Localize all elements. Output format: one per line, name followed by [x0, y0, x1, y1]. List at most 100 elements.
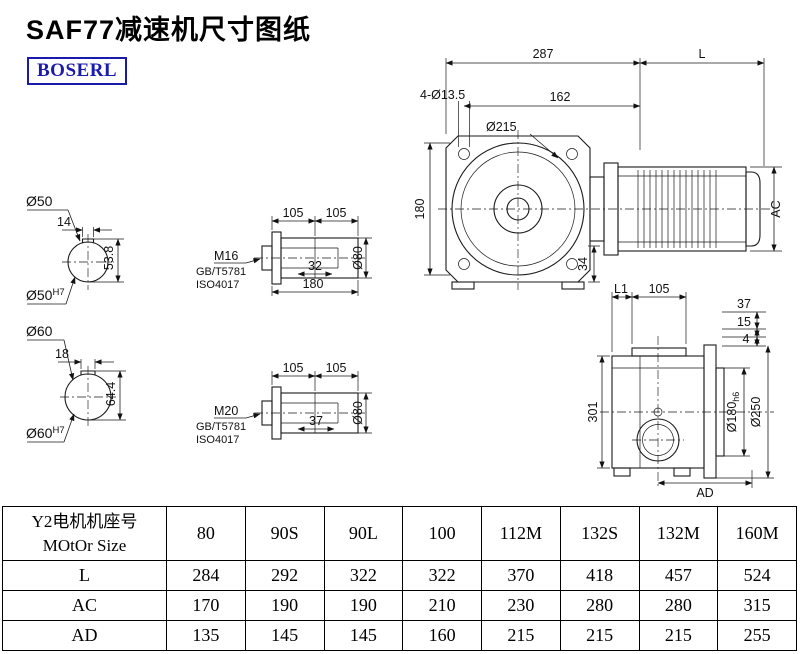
table-header-cn: Y2电机机座号 — [31, 511, 138, 531]
brand-logo: BOSERL — [27, 57, 128, 85]
side-foot-left — [613, 467, 631, 477]
cell: 457 — [638, 560, 719, 591]
cell: 255 — [717, 620, 797, 651]
leader-bore50 — [65, 276, 76, 305]
ext-lines-top — [445, 58, 765, 166]
cell: 315 — [717, 590, 797, 621]
dim-105a: 105 — [283, 361, 304, 375]
side-top-block — [631, 347, 687, 357]
cell: 160 — [402, 620, 482, 651]
page-title: SAF77减速机尺寸图纸 — [26, 15, 312, 45]
dim-14: 14 — [57, 215, 71, 229]
cell: 190 — [244, 590, 325, 621]
motor-fins — [637, 170, 717, 248]
bore-section-60: 18 64.4 Ø60 Ø60H7 — [26, 323, 126, 443]
size-col-header: 132S — [559, 506, 640, 561]
bolt-hole — [458, 148, 470, 160]
gearbox-foot-left — [451, 281, 475, 290]
cell: 524 — [717, 560, 797, 591]
size-col-header: 90S — [244, 506, 325, 561]
cell: 370 — [481, 560, 561, 591]
cell: 215 — [559, 620, 640, 651]
dim-105b: 105 — [326, 361, 347, 375]
cell: 418 — [559, 560, 640, 591]
thread-label: M16 — [214, 249, 238, 263]
table-header-en: MOtOr Size — [42, 535, 127, 555]
cell: 322 — [323, 560, 404, 591]
cell: 215 — [481, 620, 561, 651]
main-view: 287 L 4-Ø13.5 162 Ø215 180 34 AC — [413, 47, 783, 290]
bore-lines — [281, 238, 339, 278]
size-col-header: 112M — [481, 506, 561, 561]
side-foot-right — [673, 467, 691, 477]
bore-section-50: 14 53.8 Ø50 Ø50H7 — [26, 193, 124, 305]
ext-lines-bolt-hole — [458, 101, 470, 147]
size-col-header: 160M — [717, 506, 797, 561]
dim-64-4: 64.4 — [104, 382, 118, 406]
side-centerlines — [600, 336, 774, 486]
leader-thread — [245, 258, 261, 264]
bore50-od-label: Ø50 — [26, 193, 53, 209]
side-flange-plate — [703, 344, 717, 479]
dim-53-8: 53.8 — [102, 246, 116, 270]
bore60-bore-label: Ø60H7 — [26, 425, 65, 441]
ext-lines-top — [611, 292, 687, 352]
std-gb-label: GB/T5781 — [196, 266, 246, 278]
cell: 210 — [402, 590, 482, 621]
dim-d250: Ø250 — [749, 397, 763, 428]
std-iso-label: ISO4017 — [196, 279, 239, 291]
table-row-L: L 284 292 322 322 370 418 457 524 — [2, 560, 797, 591]
dim-180: 180 — [413, 199, 427, 220]
thread-label: M20 — [214, 404, 238, 418]
std-gb-label: GB/T5781 — [196, 421, 246, 433]
side-view: L1 105 37 15 4 301 Ø180h6 Ø250 AD — [586, 282, 774, 500]
leader-flange-dia — [529, 133, 559, 159]
leader-od50 — [67, 209, 81, 242]
dim-37: 37 — [737, 297, 751, 311]
technical-drawing: 287 L 4-Ø13.5 162 Ø215 180 34 AC 14 53.8… — [26, 47, 783, 500]
dim-L1: L1 — [614, 282, 628, 296]
bore60-centerlines — [60, 366, 116, 426]
dim-AD: AD — [696, 486, 713, 500]
cell: 292 — [244, 560, 325, 591]
dim-37: 37 — [309, 414, 323, 428]
bore50-centerlines — [62, 234, 114, 290]
leader-od60 — [63, 339, 75, 381]
dim-301: 301 — [586, 402, 600, 423]
cell: 280 — [638, 590, 719, 621]
table-corner-header: Y2电机机座号 MOtOr Size — [2, 506, 167, 561]
dim-L: L — [699, 47, 706, 61]
row-label: L — [2, 560, 167, 591]
motor-size-table: Y2电机机座号 MOtOr Size 80 90S 90L 100 112M 1… — [2, 506, 797, 651]
dim-15: 15 — [737, 315, 751, 329]
dim-105b: 105 — [326, 206, 347, 220]
bolt-hole — [566, 258, 578, 270]
cell: 230 — [481, 590, 561, 621]
dim-AC: AC — [769, 200, 783, 217]
dim-287: 287 — [533, 47, 554, 61]
row-label: AC — [2, 590, 167, 621]
cell: 322 — [402, 560, 482, 591]
bolt-hole — [566, 148, 578, 160]
dim-105a: 105 — [283, 206, 304, 220]
std-iso-label: ISO4017 — [196, 434, 239, 446]
cell: 280 — [559, 590, 640, 621]
dim-105: 105 — [649, 282, 670, 296]
ext-lines-AC — [750, 166, 782, 252]
dim-flange-dia: Ø215 — [486, 120, 517, 134]
bore50-bore-label: Ø50H7 — [26, 287, 65, 303]
size-col-header: 90L — [323, 506, 404, 561]
dim-32: 32 — [308, 259, 322, 273]
row-label: AD — [2, 620, 167, 651]
cell: 190 — [323, 590, 404, 621]
table-row-AD: AD 135 145 145 160 215 215 215 255 — [2, 620, 797, 651]
size-col-header: 100 — [402, 506, 482, 561]
cell: 145 — [323, 620, 404, 651]
dim-bolt-holes: 4-Ø13.5 — [420, 88, 465, 102]
shaft-detail-m20: 105 105 M20 GB/T5781 ISO4017 37 Ø80 — [196, 361, 372, 446]
cell: 135 — [166, 620, 246, 651]
cell: 145 — [244, 620, 325, 651]
size-col-header: 80 — [166, 506, 246, 561]
dim-d180h6: Ø180h6 — [725, 392, 741, 433]
dim-162: 162 — [550, 90, 571, 104]
